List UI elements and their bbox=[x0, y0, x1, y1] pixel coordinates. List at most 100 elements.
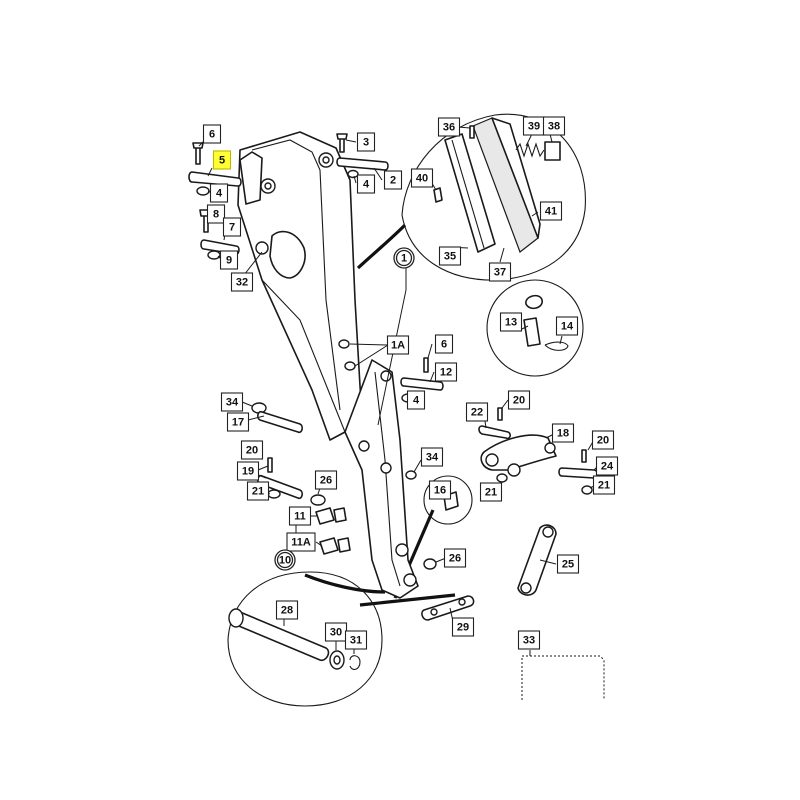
bolt-6 bbox=[195, 146, 201, 165]
callout-text: 26 bbox=[449, 553, 461, 565]
callout-29: 29 bbox=[451, 617, 475, 637]
pivot-hole-top-inner bbox=[264, 182, 272, 190]
callout-18: 18 bbox=[551, 423, 575, 443]
callout-28: 28 bbox=[275, 600, 299, 620]
bolt-3-head bbox=[336, 133, 348, 140]
callout-text: 20 bbox=[513, 395, 525, 407]
callout-text: 10 bbox=[279, 555, 291, 567]
callout-text: 21 bbox=[598, 480, 610, 492]
callout-text: 31 bbox=[350, 635, 362, 647]
boom-top-boss bbox=[239, 151, 263, 205]
callout-4: 4 bbox=[356, 174, 376, 194]
callout-21: 21 bbox=[246, 481, 270, 501]
callout-text: 25 bbox=[562, 559, 574, 571]
callout-41: 41 bbox=[539, 201, 563, 221]
detail-circle-pin-28 bbox=[227, 571, 383, 707]
callout-9: 9 bbox=[219, 250, 239, 270]
callout-34: 34 bbox=[220, 392, 244, 412]
boom-slot bbox=[269, 230, 306, 279]
callout-text: 21 bbox=[252, 486, 264, 498]
detail-wear-pads bbox=[401, 113, 586, 281]
bolt-20c bbox=[581, 449, 587, 463]
dipper-hole-3 bbox=[395, 543, 409, 557]
detail-circle-nipple bbox=[423, 475, 473, 525]
callout-11A: 11A bbox=[286, 532, 316, 552]
link-25-hole-top bbox=[542, 526, 554, 538]
callout-37: 37 bbox=[488, 262, 512, 282]
nut-21c bbox=[581, 485, 593, 495]
callout-text: 33 bbox=[523, 635, 535, 647]
callout-text: 34 bbox=[226, 397, 239, 409]
callout-21: 21 bbox=[592, 475, 616, 495]
callout-text: 24 bbox=[601, 461, 614, 473]
nut-4b bbox=[347, 169, 359, 179]
callout-20: 20 bbox=[240, 440, 264, 460]
kit-33-outline bbox=[521, 655, 605, 700]
callout-text: 13 bbox=[505, 317, 517, 329]
bush-26b bbox=[423, 558, 437, 570]
nut-9 bbox=[207, 250, 221, 260]
callout-4: 4 bbox=[406, 390, 426, 410]
dipper-extension bbox=[344, 359, 419, 599]
callout-text: 20 bbox=[597, 435, 609, 447]
callout-text: 14 bbox=[561, 321, 574, 333]
nut-4 bbox=[196, 186, 210, 196]
callout-text: 18 bbox=[557, 428, 569, 440]
dipper-hole-4 bbox=[403, 573, 417, 587]
left-hardware bbox=[251, 402, 417, 555]
bolt-6b bbox=[423, 357, 429, 373]
callout-36: 36 bbox=[437, 117, 461, 137]
pin-13-head bbox=[525, 294, 543, 310]
callout-33: 33 bbox=[517, 630, 541, 650]
callout-8: 8 bbox=[206, 204, 226, 224]
callout-text: 1 bbox=[401, 253, 407, 265]
callout-text: 29 bbox=[457, 622, 469, 634]
washer-34b bbox=[405, 470, 417, 480]
detail-main-pin bbox=[227, 571, 383, 707]
pin-22 bbox=[478, 425, 511, 440]
callout-26: 26 bbox=[443, 548, 467, 568]
callout-text: 11A bbox=[291, 537, 311, 549]
dipper-hole-2 bbox=[380, 462, 392, 474]
callout-text: 30 bbox=[330, 627, 342, 639]
detail-lock-pin bbox=[486, 279, 584, 377]
plate-29 bbox=[421, 595, 475, 621]
upper-link-line bbox=[356, 223, 407, 270]
callout-11: 11 bbox=[288, 506, 312, 526]
callout-text: 17 bbox=[232, 417, 244, 429]
link-18-hole-a bbox=[485, 453, 499, 467]
callout-text: 4 bbox=[363, 179, 370, 191]
pin-40 bbox=[433, 187, 443, 203]
callout-25: 25 bbox=[556, 554, 580, 574]
bush-11a bbox=[315, 507, 335, 525]
pin-2 bbox=[336, 157, 389, 171]
pin-17 bbox=[257, 410, 303, 434]
callout-text: 28 bbox=[281, 605, 293, 617]
callout-text: 11 bbox=[294, 511, 306, 523]
callout-text: 36 bbox=[443, 122, 455, 134]
spring-39 bbox=[515, 142, 545, 158]
dipper-outer bbox=[344, 359, 419, 599]
callout-1A: 1A bbox=[386, 335, 410, 355]
callout-text: 4 bbox=[216, 188, 223, 200]
clip-31 bbox=[349, 655, 361, 671]
callout-14: 14 bbox=[555, 316, 579, 336]
callout-10: 10 bbox=[274, 549, 296, 571]
callout-text: 16 bbox=[434, 485, 446, 497]
callout-text: 40 bbox=[416, 173, 428, 185]
boom-arm bbox=[237, 131, 363, 441]
callout-4: 4 bbox=[209, 183, 229, 203]
callout-text: 12 bbox=[440, 367, 452, 379]
callout-text: 4 bbox=[413, 395, 420, 407]
callout-text: 21 bbox=[485, 487, 497, 499]
detail-grease-nipple bbox=[423, 475, 473, 525]
bush-11A-b bbox=[337, 537, 351, 553]
pin-28-head bbox=[228, 608, 244, 628]
nut-1a-upper bbox=[338, 339, 350, 349]
bolt-38 bbox=[544, 141, 561, 161]
callout-1: 1 bbox=[393, 247, 415, 269]
wear-strip-35-line bbox=[451, 139, 485, 249]
callout-text: 20 bbox=[246, 445, 258, 457]
callout-text: 2 bbox=[390, 175, 396, 187]
callout-35: 35 bbox=[438, 246, 462, 266]
